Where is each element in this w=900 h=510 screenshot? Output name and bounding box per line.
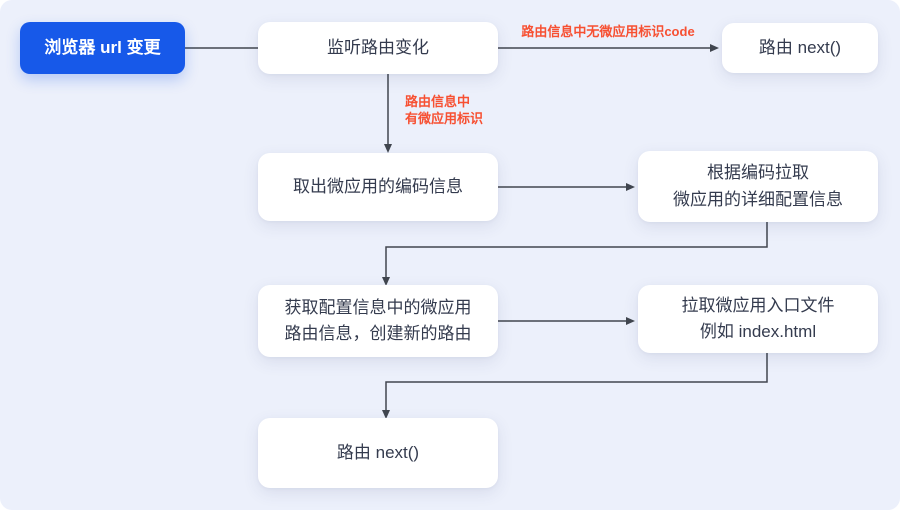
node-listen-route-change: 监听路由变化 xyxy=(258,22,498,74)
node-fetch-entry-file: 拉取微应用入口文件 例如 index.html xyxy=(638,285,878,353)
node-route-next-bottom: 路由 next() xyxy=(258,418,498,488)
edge-fetchconfig-createroute xyxy=(382,222,768,286)
edge-label-no-micro-app-code: 路由信息中无微应用标识code xyxy=(521,24,695,39)
node-browser-url-change: 浏览器 url 变更 xyxy=(20,22,185,74)
node-route-next-top: 路由 next() xyxy=(722,23,878,73)
node-create-new-route: 获取配置信息中的微应用 路由信息，创建新的路由 xyxy=(258,285,498,357)
node-fetch-config-by-code: 根据编码拉取 微应用的详细配置信息 xyxy=(638,151,878,222)
edge-fetchentry-nextbottom xyxy=(382,353,768,419)
node-extract-micro-app-code: 取出微应用的编码信息 xyxy=(258,153,498,221)
edge-label-has-micro-app: 路由信息中 有微应用标识 xyxy=(405,94,484,126)
